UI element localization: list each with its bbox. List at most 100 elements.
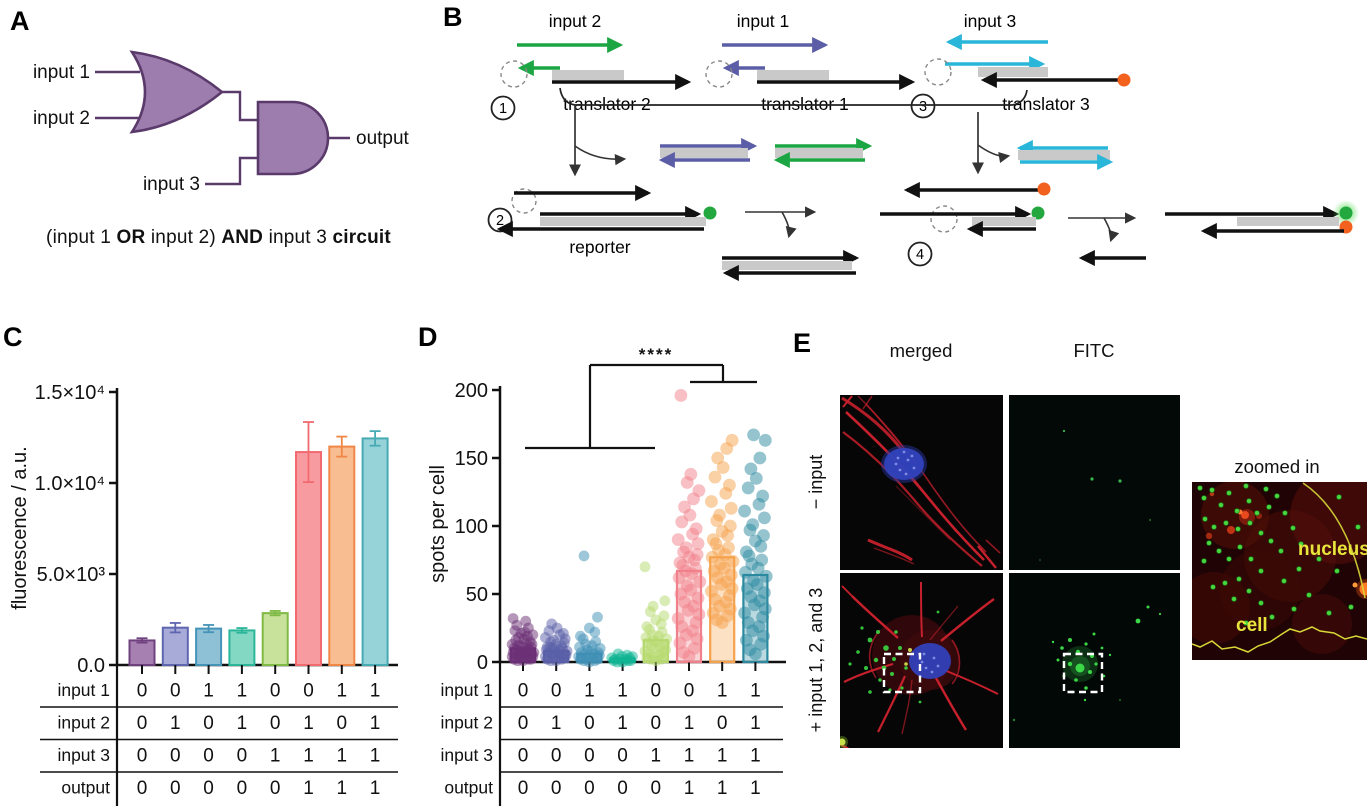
scatter-dot bbox=[590, 636, 602, 647]
step-number: 2 bbox=[496, 213, 504, 229]
scatter-dot bbox=[757, 529, 770, 542]
scatter-dot bbox=[755, 553, 769, 567]
y-tick-label: 1.5×10⁴ bbox=[35, 382, 105, 404]
fluorophore-dot bbox=[1339, 206, 1353, 220]
y-tick-label: 0.0 bbox=[77, 655, 105, 677]
truth-table-cell: 1 bbox=[270, 746, 281, 767]
truth-table-row-label: input 3 bbox=[440, 745, 493, 765]
scatter-dot bbox=[641, 621, 653, 633]
scatter-dot bbox=[639, 561, 651, 573]
scatter-dot bbox=[738, 606, 751, 620]
truth-table-cell: 0 bbox=[584, 713, 595, 734]
scatter-dot bbox=[711, 451, 725, 465]
truth-table-cell: 1 bbox=[370, 713, 381, 734]
scatter-dot bbox=[756, 489, 769, 503]
truth-table-cell: 1 bbox=[203, 681, 214, 702]
truth-table-cell: 0 bbox=[651, 778, 662, 799]
scatter-dot bbox=[758, 433, 772, 447]
image-merged-plus-input bbox=[840, 573, 1003, 748]
scatter-dot bbox=[671, 533, 685, 546]
step-number: 3 bbox=[919, 99, 927, 115]
caption-segment: AND bbox=[221, 227, 264, 248]
zoomed-in-title: zoomed in bbox=[1234, 456, 1319, 477]
and-gate bbox=[256, 100, 330, 176]
truth-table-cell: 0 bbox=[203, 713, 214, 734]
truth-table-cell: 0 bbox=[137, 681, 148, 702]
truth-table-cell: 0 bbox=[303, 681, 314, 702]
toehold-exchange-icon bbox=[705, 60, 733, 88]
truth-table-row-label: output bbox=[61, 778, 110, 798]
scatter-dot bbox=[656, 626, 668, 638]
truth-table-cell: 1 bbox=[684, 778, 695, 799]
step-circle bbox=[910, 93, 936, 119]
translator2-domain bbox=[552, 70, 624, 80]
scatter-dot bbox=[690, 548, 704, 561]
scatter-dot bbox=[689, 522, 703, 536]
panel-b-scheme: input 2 1 translator 2 input 1 translato… bbox=[487, 11, 1359, 282]
duplex-domain bbox=[660, 148, 748, 158]
input3-strand-label: input 3 bbox=[964, 11, 1017, 31]
output-label: output bbox=[356, 128, 410, 149]
scatter-dot bbox=[759, 569, 773, 583]
y-tick-label: 200 bbox=[455, 380, 488, 402]
bar bbox=[261, 612, 289, 667]
scatter-dot bbox=[612, 648, 624, 660]
truth-table-cell: 1 bbox=[237, 681, 248, 702]
scatter-dot bbox=[575, 630, 586, 642]
truth-table-cell: 0 bbox=[337, 713, 348, 734]
truth-table-cell: 1 bbox=[337, 681, 348, 702]
truth-table-cell: 0 bbox=[137, 746, 148, 767]
merged-column-header: merged bbox=[890, 340, 953, 361]
scatter-dot bbox=[546, 618, 558, 630]
truth-table-cell: 1 bbox=[717, 778, 728, 799]
truth-table-cell: 0 bbox=[203, 778, 214, 799]
scatter-dot bbox=[713, 508, 726, 522]
scatter-dot bbox=[684, 467, 698, 481]
panel-a-circuit: input 1 input 2 input 3 output bbox=[33, 50, 410, 195]
toehold-exchange-icon bbox=[500, 60, 528, 88]
scatter-dot bbox=[749, 472, 763, 485]
cell-annotation: cell bbox=[1236, 615, 1268, 636]
truth-table-cell: 1 bbox=[370, 778, 381, 799]
quencher-dot bbox=[1037, 182, 1051, 196]
truth-table-cell: 1 bbox=[170, 713, 181, 734]
nucleus-outline bbox=[1302, 482, 1366, 599]
panel-a-caption: (input 1 OR input 2) AND input 3 circuit bbox=[0, 227, 437, 249]
green-spots bbox=[1197, 483, 1361, 626]
truth-table-cell: 0 bbox=[170, 681, 181, 702]
row-label-plus-inputs: + input 1, 2, and 3 bbox=[806, 588, 826, 733]
scatter-dot bbox=[757, 629, 770, 643]
truth-table-cell: 0 bbox=[237, 778, 248, 799]
scatter-dot bbox=[741, 481, 755, 495]
y-tick-label: 100 bbox=[455, 516, 488, 538]
truth-table-cell: 0 bbox=[518, 681, 529, 702]
bar bbox=[361, 437, 389, 666]
scatter-dot bbox=[592, 611, 603, 623]
truth-table-cell: 0 bbox=[551, 681, 562, 702]
truth-table-cell: 1 bbox=[717, 746, 728, 767]
scatter-dot bbox=[658, 610, 670, 622]
panel-c-chart: fluorescence / a.u. 0.05.0×10³1.0×10⁴1.5… bbox=[9, 382, 398, 806]
image-zoomed-in: nucleus cell bbox=[1192, 482, 1367, 660]
y-tick-label: 50 bbox=[466, 584, 488, 606]
truth-table-cell: 0 bbox=[651, 713, 662, 734]
truth-table-cell: 1 bbox=[750, 746, 761, 767]
panel-e-label: E bbox=[793, 328, 812, 358]
d-y-axis-label: spots per cell bbox=[427, 465, 449, 583]
truth-table-cell: 0 bbox=[651, 681, 662, 702]
scatter-dot bbox=[659, 595, 671, 607]
branch-arrow bbox=[574, 145, 627, 166]
truth-table-cell: 1 bbox=[551, 713, 562, 734]
scatter-dot bbox=[740, 545, 753, 559]
truth-table-cell: 0 bbox=[270, 681, 281, 702]
fluorophore-dot bbox=[1031, 206, 1045, 220]
truth-table-cell: 1 bbox=[717, 681, 728, 702]
image-fitc-plus-input bbox=[1009, 573, 1180, 748]
scatter-dot bbox=[678, 500, 691, 514]
truth-table-cell: 0 bbox=[684, 681, 695, 702]
input2-label: input 2 bbox=[33, 108, 90, 129]
truth-table-cell: 1 bbox=[750, 778, 761, 799]
y-tick-label: 150 bbox=[455, 448, 488, 470]
branch-arrow-down bbox=[781, 211, 797, 239]
input3-wire bbox=[205, 156, 258, 186]
